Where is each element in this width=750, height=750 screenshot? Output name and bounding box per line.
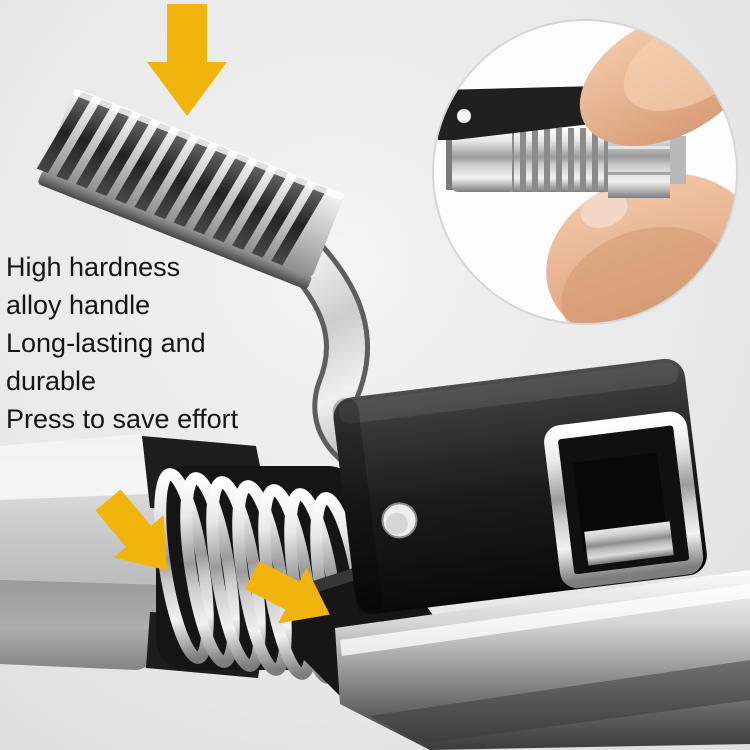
annotation-line-4: durable xyxy=(6,366,97,396)
bracket-hole xyxy=(457,109,471,123)
annotation-line-3: Long-lasting and xyxy=(6,328,206,358)
annotation-line-5: Press to save effort xyxy=(6,404,239,434)
lock-block xyxy=(332,358,707,615)
inset-detail-photo xyxy=(432,19,738,325)
inset-coupler-barrel xyxy=(446,122,686,198)
annotation-line-2: alloy handle xyxy=(6,290,151,320)
ridged-handle-pad xyxy=(36,88,344,289)
barrel-tube xyxy=(335,570,750,750)
block-window xyxy=(544,411,704,589)
annotation-text: High hardness alloy handle Long-lasting … xyxy=(6,248,238,438)
pad-ridges xyxy=(36,91,328,266)
thumbnail xyxy=(580,192,628,228)
annotation-line-1: High hardness xyxy=(6,252,181,282)
inset-border xyxy=(432,19,738,325)
block-hole xyxy=(381,502,418,539)
